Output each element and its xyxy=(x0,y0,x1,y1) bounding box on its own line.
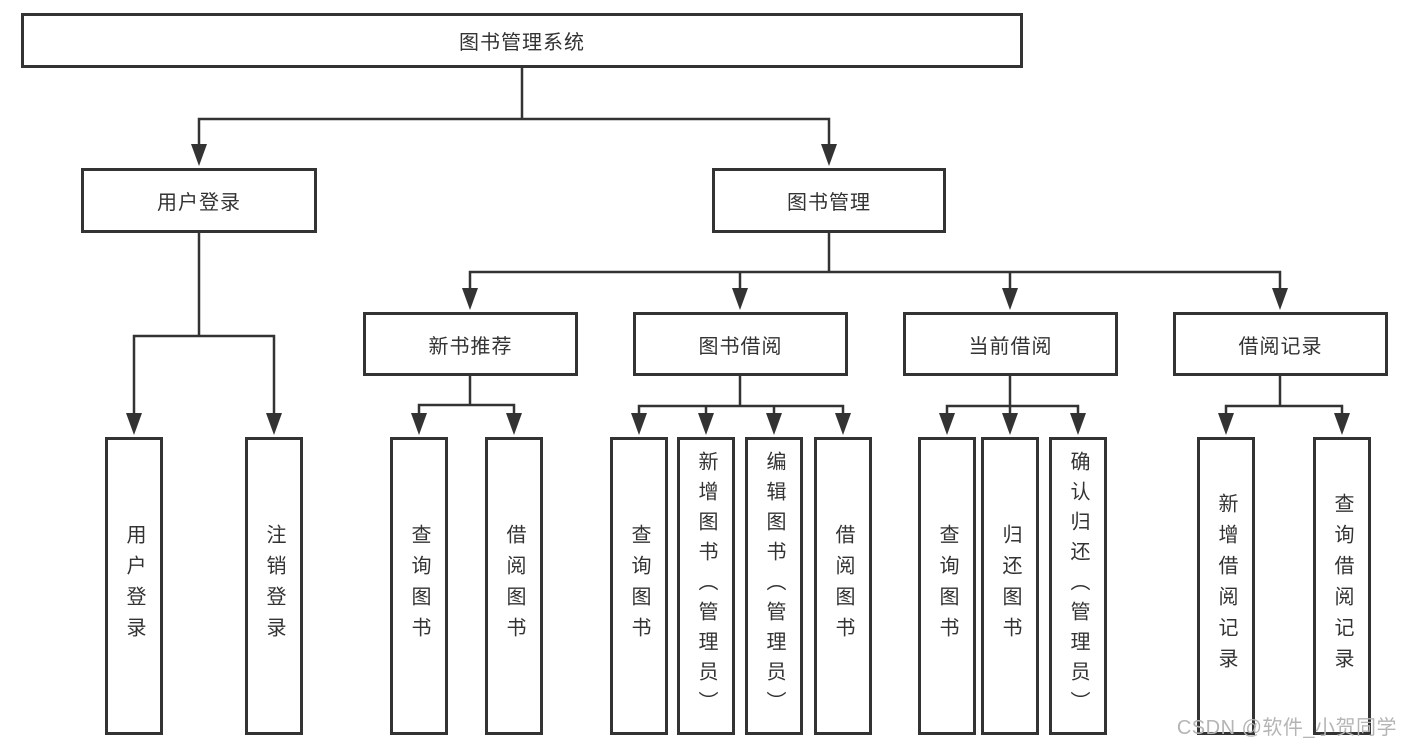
leaf-currentborrow-query-books-label: 查询图书 xyxy=(936,524,958,648)
leaf-bookborrow-query-books: 查询图书 xyxy=(610,437,668,735)
node-book-management-label: 图书管理 xyxy=(787,192,871,214)
connector-book-management-to-level3 xyxy=(462,231,1288,310)
csdn-watermark: CSDN @软件_小贺同学 xyxy=(1176,717,1397,739)
leaf-currentborrow-confirm-return-admin: 确认归还（管理员） xyxy=(1049,437,1107,735)
leaf-bookborrow-add-books-admin-label: 新增图书（管理员） xyxy=(695,451,717,721)
leaf-records-add-record-label: 新增借阅记录 xyxy=(1215,493,1237,679)
leaf-newbookrec-query-books-label: 查询图书 xyxy=(408,524,430,648)
leaf-currentborrow-query-books: 查询图书 xyxy=(918,437,976,735)
node-current-borrow: 当前借阅 xyxy=(903,312,1118,376)
node-new-book-recommend-label: 新书推荐 xyxy=(428,335,513,358)
leaf-newbookrec-query-books: 查询图书 xyxy=(390,437,448,735)
leaf-currentborrow-confirm-return-admin-label: 确认归还（管理员） xyxy=(1067,451,1089,721)
connector-current-borrow-to-leaves xyxy=(939,374,1086,435)
node-borrow-records: 借阅记录 xyxy=(1173,312,1388,376)
leaf-bookborrow-borrow-books-label: 借阅图书 xyxy=(832,524,854,648)
leaf-currentborrow-return-books-label: 归还图书 xyxy=(999,524,1021,648)
node-book-borrow-label: 图书借阅 xyxy=(698,335,783,358)
leaf-bookborrow-add-books-admin: 新增图书（管理员） xyxy=(677,437,735,735)
leaf-bookborrow-edit-books-admin-label: 编辑图书（管理员） xyxy=(763,451,785,721)
leaf-logout: 注销登录 xyxy=(245,437,303,735)
node-book-management: 图书管理 xyxy=(712,168,946,233)
node-new-book-recommend: 新书推荐 xyxy=(363,312,578,376)
node-book-borrow: 图书借阅 xyxy=(633,312,848,376)
leaf-records-query-record-label: 查询借阅记录 xyxy=(1331,493,1353,679)
node-user-login-label: 用户登录 xyxy=(157,192,241,214)
node-user-login: 用户登录 xyxy=(81,168,317,233)
connector-root-to-level2 xyxy=(191,66,837,166)
leaf-bookborrow-borrow-books: 借阅图书 xyxy=(814,437,872,735)
connector-user-login-to-leaves xyxy=(126,231,282,435)
leaf-user-login-label: 用户登录 xyxy=(123,524,145,648)
leaf-records-query-record: 查询借阅记录 xyxy=(1313,437,1371,735)
leaf-currentborrow-return-books: 归还图书 xyxy=(981,437,1039,735)
connector-new-book-recommend-to-leaves xyxy=(411,374,522,435)
leaf-bookborrow-query-books-label: 查询图书 xyxy=(628,524,650,648)
leaf-newbookrec-borrow-books: 借阅图书 xyxy=(485,437,543,735)
connector-book-borrow-to-leaves xyxy=(631,374,851,435)
leaf-bookborrow-edit-books-admin: 编辑图书（管理员） xyxy=(745,437,803,735)
node-root-label: 图书管理系统 xyxy=(459,32,585,54)
node-borrow-records-label: 借阅记录 xyxy=(1238,335,1323,358)
leaf-records-add-record: 新增借阅记录 xyxy=(1197,437,1255,735)
leaf-logout-label: 注销登录 xyxy=(263,524,285,648)
node-root: 图书管理系统 xyxy=(21,13,1023,68)
node-current-borrow-label: 当前借阅 xyxy=(968,335,1053,358)
leaf-user-login: 用户登录 xyxy=(105,437,163,735)
leaf-newbookrec-borrow-books-label: 借阅图书 xyxy=(503,524,525,648)
connector-borrow-records-to-leaves xyxy=(1218,374,1350,435)
